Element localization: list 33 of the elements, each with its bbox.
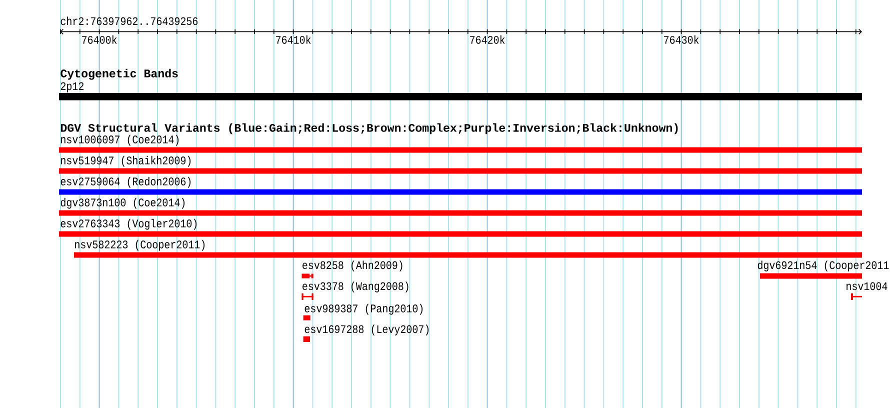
coordinate-label: chr2:76397962..76439256 — [60, 16, 198, 26]
node-label: esv2763343 (Vogler2010) — [60, 218, 197, 230]
variant-bar: nsv582223 (Cooper2011) — [74, 240, 862, 258]
node-label: dgv6921n54 (Cooper2011 — [758, 260, 889, 272]
variant-bar: esv3378 (Wang2008) — [302, 282, 408, 300]
variant-bar: dgv3873n100 (Coe2014) — [59, 198, 862, 216]
variant-bar: nsv519947 (Shaikh2009) — [59, 156, 862, 174]
node-label: esv1697288 (Levy2007) — [304, 324, 429, 336]
variant-bar: esv2759064 (Redon2006) — [59, 176, 862, 195]
track-title: DGV Structural Variants (Blue:Gain;Red:Loss;Brown:Complex;Purple:Inversion;Black:Unknown) — [60, 123, 678, 134]
node-label: esv8258 (Ahn2009) — [302, 260, 402, 272]
track-title: Cytogenetic Bands — [60, 68, 178, 80]
variant-bar: dgv6921n54 (Cooper2011 — [758, 260, 889, 279]
node-label: dgv3873n100 (Coe2014) — [60, 198, 185, 209]
variant-bar: esv2763343 (Vogler2010) — [59, 218, 862, 237]
node-label: esv3378 (Wang2008) — [302, 282, 408, 292]
chromosome-band: 2p12 — [59, 82, 862, 100]
node-label: nsv1004 — [846, 282, 888, 290]
node-label: 2p12 — [60, 82, 84, 92]
variant-bar: nsv1004 — [846, 282, 888, 300]
variant-bar: esv8258 (Ahn2009) — [302, 260, 402, 278]
tick-label: 76430k — [664, 35, 699, 44]
node-label: esv2759064 (Redon2006) — [60, 176, 191, 188]
tick-label: 76420k — [470, 35, 505, 44]
tick-label: 76400k — [82, 35, 117, 44]
variant-bar: nsv1006097 (Coe2014) — [59, 134, 862, 153]
tick-label: 76410k — [276, 35, 311, 44]
variant-bar: esv989387 (Pang2010) — [303, 304, 423, 320]
node-label: nsv1006097 (Coe2014) — [61, 134, 179, 146]
node-label: nsv582223 (Cooper2011) — [75, 240, 205, 251]
variant-bar: esv1697288 (Levy2007) — [303, 324, 429, 342]
node-label: esv989387 (Pang2010) — [304, 304, 423, 315]
node-label: nsv519947 (Shaikh2009) — [61, 156, 191, 167]
